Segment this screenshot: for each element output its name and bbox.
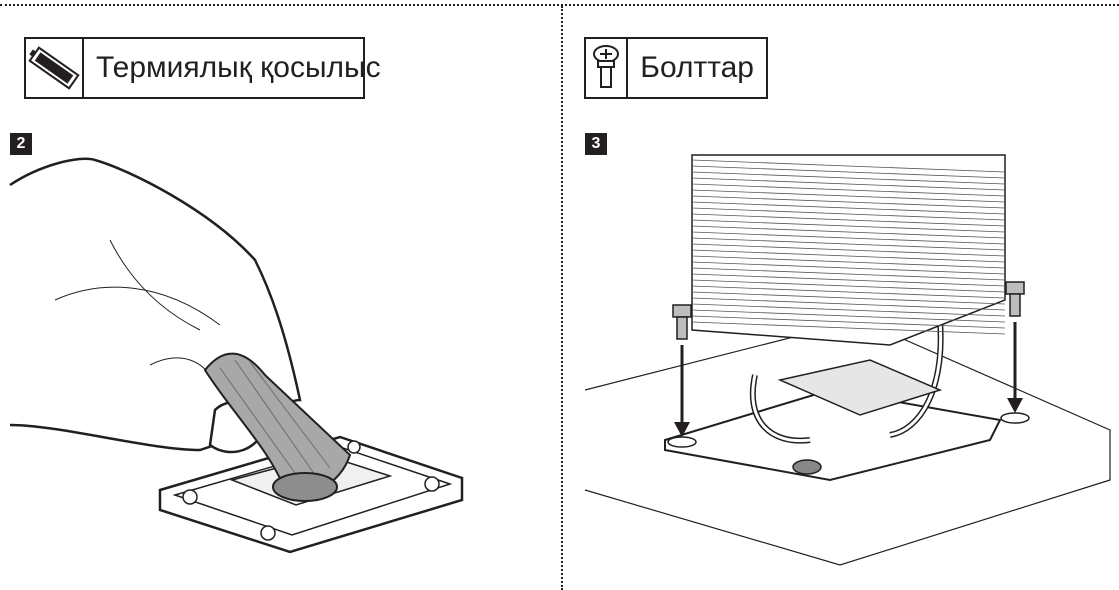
- heatsink-installation-illustration: [584, 154, 1111, 566]
- screws-label-box: Болттар: [584, 37, 768, 99]
- heatsink-fin-line: [691, 243, 1006, 257]
- heatsink-fin-line: [691, 255, 1006, 269]
- heatsink-fin-line: [691, 231, 1006, 245]
- heatsink-fin-line: [691, 273, 1006, 287]
- heatsink-fin-line: [691, 159, 1006, 173]
- heatsink-fin-line: [691, 207, 1006, 221]
- step-2-badge: 2: [10, 133, 32, 155]
- heatsink-fin-line: [691, 279, 1006, 293]
- installed-screw: [792, 459, 822, 475]
- screws-label: Болттар: [640, 51, 754, 84]
- left-screw-with-arrow: [667, 304, 697, 448]
- heatsink-fin-line: [691, 189, 1006, 203]
- heatsink-fin-line: [691, 225, 1006, 239]
- top-dotted-rule: [0, 4, 1119, 6]
- heatsink-fin-line: [691, 267, 1006, 281]
- heatsink-fin-line: [691, 285, 1006, 299]
- heatsink-fin-line: [691, 213, 1006, 227]
- thermal-grease-application-illustration: [9, 157, 464, 554]
- heatsink-fin-line: [691, 291, 1006, 305]
- heatsink-fin-line: [691, 303, 1006, 317]
- heatsink-fin-line: [691, 177, 1006, 191]
- heatsink-fin-line: [691, 261, 1006, 275]
- heatsink-fin-line: [691, 171, 1006, 185]
- heatsink-fin-line: [691, 297, 1006, 311]
- screw-icon: [586, 39, 629, 97]
- heatsink-fin-line: [691, 321, 1006, 335]
- heatsink-fin-line: [691, 183, 1006, 197]
- heatsink-fins: [691, 154, 1006, 346]
- thermal-grease-syringe-icon: [26, 39, 84, 97]
- heatsink-fin-line: [691, 165, 1006, 179]
- heatsink-fin-line: [691, 219, 1006, 233]
- right-screw-with-arrow: [1000, 281, 1030, 424]
- heatsink-fin-line: [691, 315, 1006, 329]
- thermal-grease-label: Термиялық қосылыс: [96, 51, 381, 84]
- thermal-grease-label-box: Термиялық қосылыс: [24, 37, 381, 99]
- heatsink-fin-line: [691, 195, 1006, 209]
- step-3-badge: 3: [585, 133, 607, 155]
- heatsink-fin-line: [691, 237, 1006, 251]
- heatsink-fin-line: [691, 201, 1006, 215]
- heatsink-fin-line: [691, 249, 1006, 263]
- heatsink-fin-line: [691, 309, 1006, 323]
- center-dotted-rule: [561, 6, 563, 590]
